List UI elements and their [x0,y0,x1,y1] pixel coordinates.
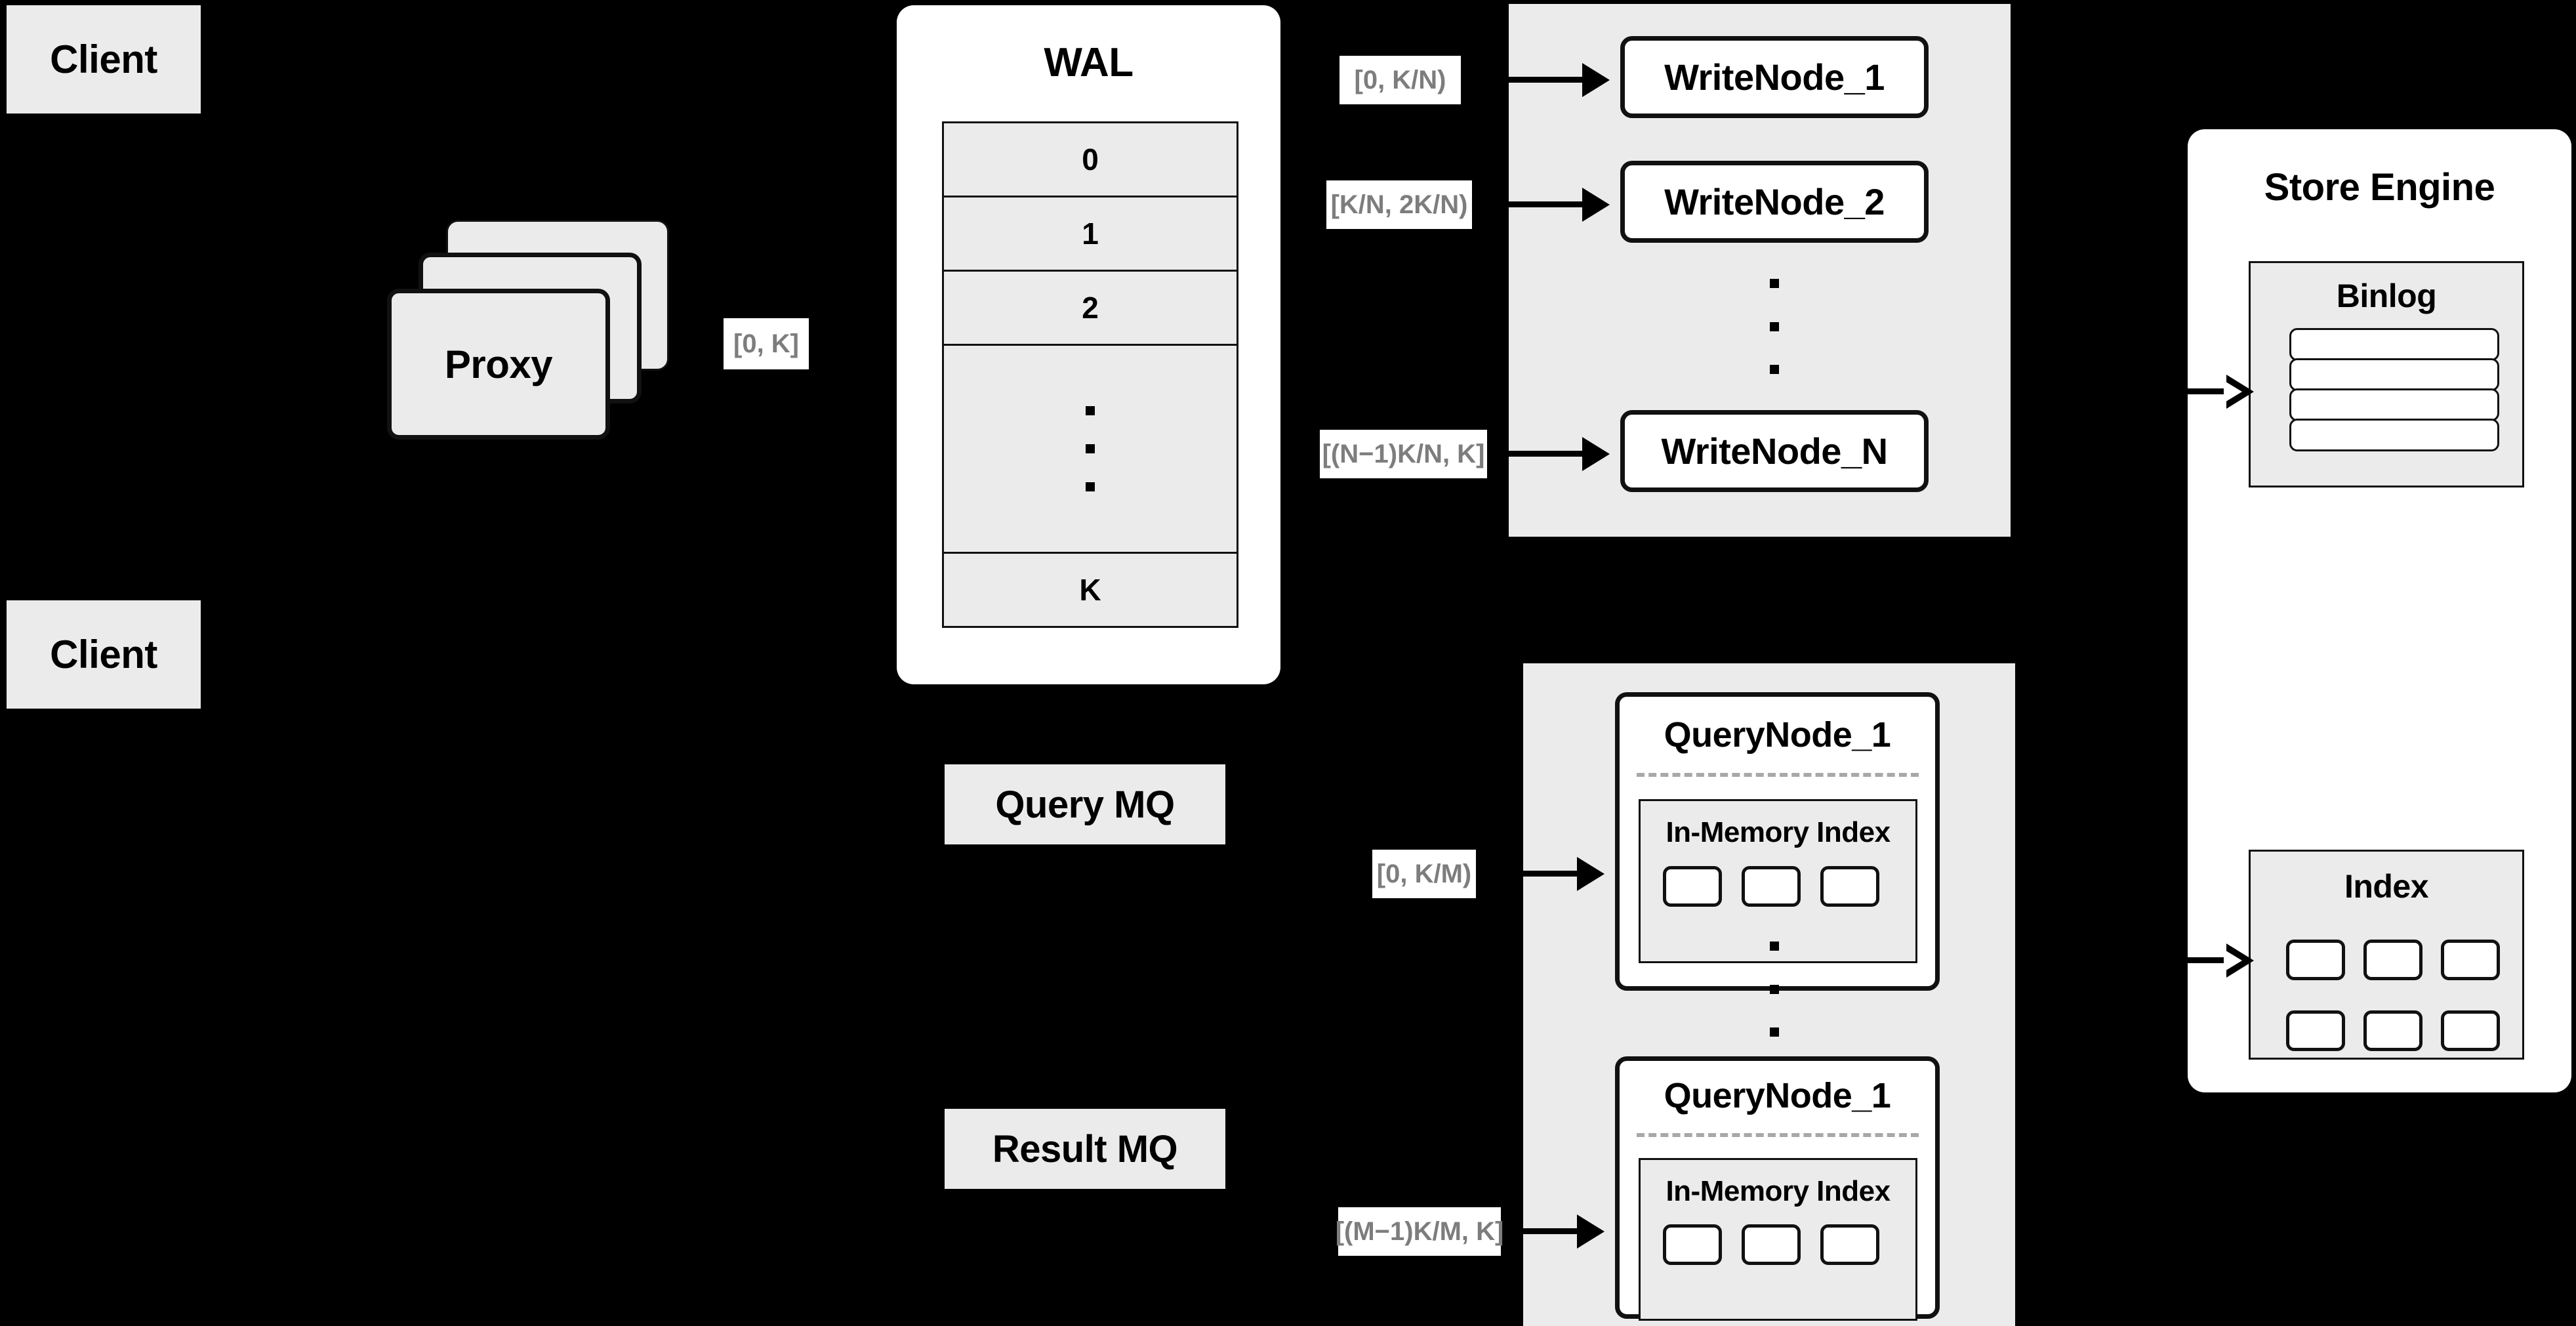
query-node-1-inmemory-index-title: In-Memory Index [1666,816,1891,848]
binlog-title: Binlog [2336,278,2437,314]
arrow-head-write-node-2 [1582,188,1610,222]
query-node-m-title: QueryNode_1 [1664,1076,1891,1115]
write-node-2-label: WriteNode_2 [1664,181,1885,222]
query-node-1-divider [1637,773,1919,777]
write-node-1-label: WriteNode_1 [1664,56,1885,98]
tag-write-node-1-text: [0, K/N) [1354,65,1446,94]
query-node-m-inmemory-index-title: In-Memory Index [1666,1175,1891,1207]
tag-query-node-m-text: [(M−1)K/M, K] [1335,1216,1504,1246]
result-mq-label: Result MQ [992,1127,1178,1171]
index-chip-r1c3[interactable] [2441,940,2500,980]
proxy-node[interactable]: Proxy [387,289,610,440]
index-title: Index [2344,868,2429,905]
write-nodes-ellipsis-dots [1770,279,1779,374]
tag-query-node-1: [0, K/M) [1372,850,1476,898]
wal-entry-k-label: K [1079,573,1101,607]
arrow-line-to-index [2187,957,2226,963]
tag-proxy-to-wal-text: [0, K] [733,329,799,358]
wal-entry-ellipsis [942,344,1238,554]
query-node-1-title: QueryNode_1 [1664,715,1891,755]
client-node-2[interactable]: Client [7,600,201,709]
wal-entry-0[interactable]: 0 [942,121,1238,197]
index-chip-r2c1[interactable] [2286,1010,2345,1051]
tag-write-node-n-text: [(N−1)K/N, K] [1322,439,1485,468]
proxy-label: Proxy [444,342,553,386]
binlog-row-2[interactable] [2289,358,2499,391]
write-node-n[interactable]: WriteNode_N [1620,410,1929,492]
client-node-1[interactable]: Client [7,5,201,114]
write-node-1[interactable]: WriteNode_1 [1620,36,1929,118]
wal-entry-2[interactable]: 2 [942,270,1238,346]
wal-ellipsis-dots [1086,406,1095,491]
tag-write-node-2-text: [K/N, 2K/N) [1330,190,1468,219]
arrow-line-write-node-n [1489,451,1582,457]
tag-proxy-to-wal: [0, K] [724,318,809,369]
arrow-line-query-node-1 [1479,871,1577,877]
query-mq-label: Query MQ [995,783,1175,826]
tag-write-node-1: [0, K/N) [1339,56,1461,104]
tag-write-node-n: [(N−1)K/N, K] [1320,430,1487,478]
query-nodes-ellipsis-dots-group [1770,942,1779,1037]
wal-title: WAL [1044,39,1134,85]
tag-query-node-m: [(M−1)K/M, K] [1335,1207,1504,1256]
query-mq-node[interactable]: Query MQ [945,764,1225,844]
binlog-row-4[interactable] [2289,419,2499,451]
index-chip-r1c1[interactable] [2286,940,2345,980]
query-node-m-divider [1637,1133,1919,1137]
write-node-2[interactable]: WriteNode_2 [1620,161,1929,243]
wal-entry-2-label: 2 [1082,291,1099,325]
wal-entry-1-label: 1 [1082,217,1099,251]
store-engine-title: Store Engine [2264,165,2495,209]
query-node-m-segment-2[interactable] [1742,1224,1801,1265]
arrow-line-write-node-1 [1464,77,1582,83]
binlog-row-1[interactable] [2289,328,2499,361]
arrow-head-query-node-1 [1577,857,1605,891]
index-chip-r1c2[interactable] [2363,940,2423,980]
wal-entry-0-label: 0 [1082,142,1099,176]
index-chip-r2c2[interactable] [2363,1010,2423,1051]
query-node-m-segment-1[interactable] [1663,1224,1722,1265]
index-chip-r2c3[interactable] [2441,1010,2500,1051]
client-node-1-label: Client [50,37,157,81]
client-node-2-label: Client [50,632,157,676]
arrow-line-to-binlog [2187,388,2226,394]
query-node-1-segment-2[interactable] [1742,866,1801,907]
tag-write-node-2: [K/N, 2K/N) [1326,180,1472,229]
wal-entry-k[interactable]: K [942,552,1238,628]
arrow-head-query-node-m [1577,1214,1605,1249]
arrow-head-write-node-1 [1582,63,1610,97]
query-node-1-segment-3[interactable] [1820,866,1879,907]
arrow-head-to-index [2224,943,2254,978]
arrow-head-write-node-n [1582,437,1610,471]
query-node-m-segment-3[interactable] [1820,1224,1879,1265]
write-node-n-label: WriteNode_N [1661,430,1888,472]
result-mq-node[interactable]: Result MQ [945,1109,1225,1189]
arrow-head-to-binlog [2224,375,2254,409]
arrow-line-query-node-m [1503,1228,1577,1234]
wal-entry-1[interactable]: 1 [942,196,1238,272]
arrow-line-write-node-2 [1475,201,1582,207]
query-node-1-segment-1[interactable] [1663,866,1722,907]
binlog-row-3[interactable] [2289,388,2499,421]
tag-query-node-1-text: [0, K/M) [1376,859,1472,888]
